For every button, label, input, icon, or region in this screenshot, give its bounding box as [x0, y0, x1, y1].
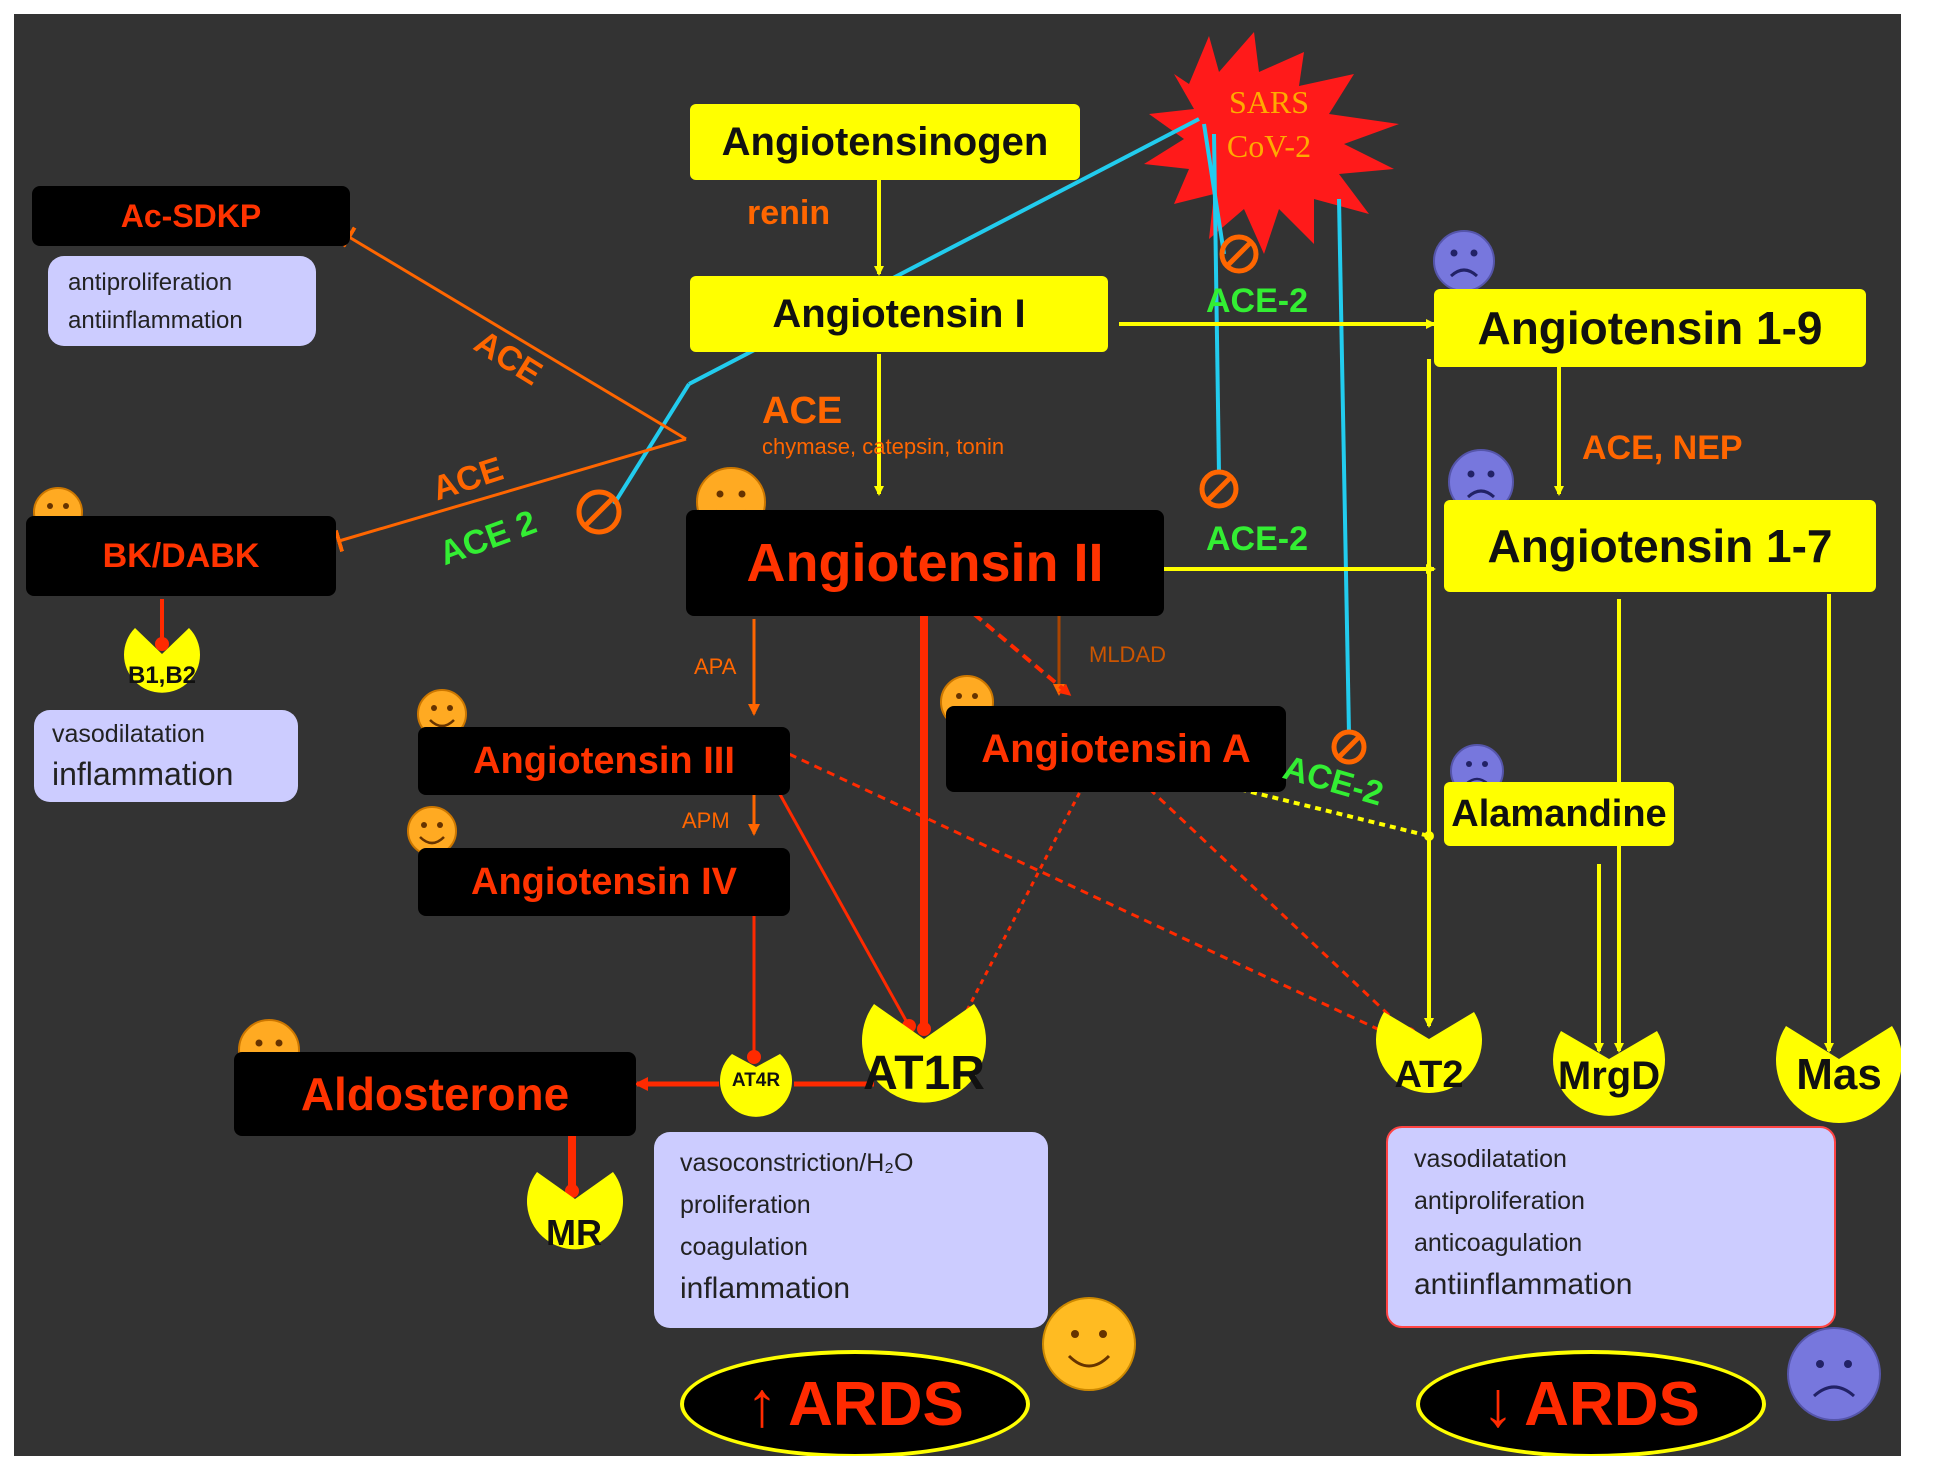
node-angiotensin-1-9: Angiotensin 1-9	[1434, 289, 1866, 367]
virus-label: SARS CoV-2	[1214, 80, 1324, 168]
node-angiotensinogen: Angiotensinogen	[690, 104, 1080, 180]
virus-label-line1: SARS	[1228, 84, 1310, 120]
receptor-at1r: AT1R	[863, 1047, 985, 1100]
enzyme-apa: APA	[694, 654, 737, 679]
sad-face-icon	[1787, 1327, 1881, 1421]
node-angiotensin-iv: Angiotensin IV	[418, 848, 790, 916]
effect-text: inflammation	[680, 1272, 851, 1305]
effect-text: vasoconstriction/H₂O	[680, 1149, 914, 1177]
sad-face-icon	[1433, 230, 1495, 292]
inhibition-icon	[1331, 729, 1367, 765]
enzyme-mldad: MLDAD	[1089, 642, 1167, 667]
effects-ac-sdkp: antiproliferation antiinflammation	[48, 256, 316, 346]
receptor-at2: AT2	[1394, 1054, 1464, 1096]
effect-text: anticoagulation	[1414, 1229, 1583, 1257]
receptor-mas: Mas	[1796, 1050, 1882, 1099]
enzyme-ace-nep: ACE, NEP	[1582, 429, 1743, 467]
effect-text: vasodilatation	[1414, 1145, 1567, 1173]
receptor-mr-shape	[527, 1172, 623, 1250]
receptor-b1b2: B1,B2	[127, 662, 197, 689]
node-bk-dabk: BK/DABK	[26, 516, 336, 596]
node-angiotensin-1-7: Angiotensin 1-7	[1444, 500, 1876, 592]
effect-text: antiinflammation	[1414, 1268, 1633, 1301]
receptor-at4r: AT4R	[731, 1070, 781, 1091]
receptor-b1b2-shape	[124, 628, 200, 693]
node-alamandine: Alamandine	[1444, 782, 1674, 846]
receptor-mrgd-shape	[1553, 1031, 1665, 1116]
effect-text: antiproliferation	[1414, 1187, 1585, 1215]
inhibition-icon	[1199, 469, 1239, 509]
outcome-ards-increase: ↑ ARDS	[680, 1350, 1030, 1456]
effect-text: proliferation	[680, 1191, 811, 1219]
node-angiotensin-iii: Angiotensin III	[418, 727, 790, 795]
diagram-canvas: SARS CoV-2 Angiotensinogen Angiotensin I…	[14, 14, 1901, 1456]
effect-text: antiproliferation	[68, 269, 233, 296]
arrow-up-icon: ↑	[746, 1368, 779, 1440]
enzyme-ace2-top: ACE-2	[1206, 282, 1309, 320]
enzyme-apm: APM	[682, 808, 730, 833]
arrow-down-icon: ↓	[1482, 1368, 1515, 1440]
inhibition-icons	[576, 234, 1367, 765]
virus-label-line2: CoV-2	[1226, 128, 1312, 164]
virus-icon	[1144, 32, 1399, 254]
receptor-at1r-shape	[861, 1004, 986, 1103]
effects-at1r: vasoconstriction/H₂O proliferation coagu…	[654, 1132, 1048, 1328]
receptor-mas-shape	[1776, 1026, 1901, 1123]
effects-bk: vasodilatation inflammation	[34, 710, 298, 802]
outcome-ards-decrease: ↓ ARDS	[1416, 1350, 1766, 1456]
outcome-label: ARDS	[788, 1369, 964, 1439]
node-angiotensin-ii: Angiotensin II	[686, 510, 1164, 616]
outcome-label: ARDS	[1524, 1369, 1700, 1439]
node-aldosterone: Aldosterone	[234, 1052, 636, 1136]
inhibition-icon	[576, 489, 622, 535]
inhibition-icon	[1219, 234, 1259, 274]
effect-text: vasodilatation	[52, 720, 205, 748]
receptor-at2-shape	[1376, 1012, 1482, 1093]
enzyme-ace-main: ACE	[762, 390, 843, 432]
node-ac-sdkp: Ac-SDKP	[32, 186, 350, 246]
node-angiotensin-a: Angiotensin A	[946, 706, 1286, 792]
effect-text: inflammation	[52, 756, 234, 792]
effects-at2: vasodilatation antiproliferation anticoa…	[1386, 1126, 1836, 1328]
enzyme-renin: renin	[747, 194, 831, 232]
enzyme-ace-sub: chymase, catepsin, tonin	[762, 434, 1005, 459]
enzyme-ace2-mid: ACE-2	[1206, 520, 1309, 558]
effect-text: coagulation	[680, 1233, 808, 1261]
node-angiotensin-i: Angiotensin I	[690, 276, 1108, 352]
receptor-mr: MR	[546, 1212, 602, 1253]
happy-face-icon	[1042, 1297, 1136, 1391]
receptor-at4r-shape	[720, 1054, 792, 1117]
receptor-mrgd: MrgD	[1557, 1054, 1661, 1098]
effect-text: antiinflammation	[68, 307, 243, 334]
sad-face-icon	[1448, 449, 1514, 515]
